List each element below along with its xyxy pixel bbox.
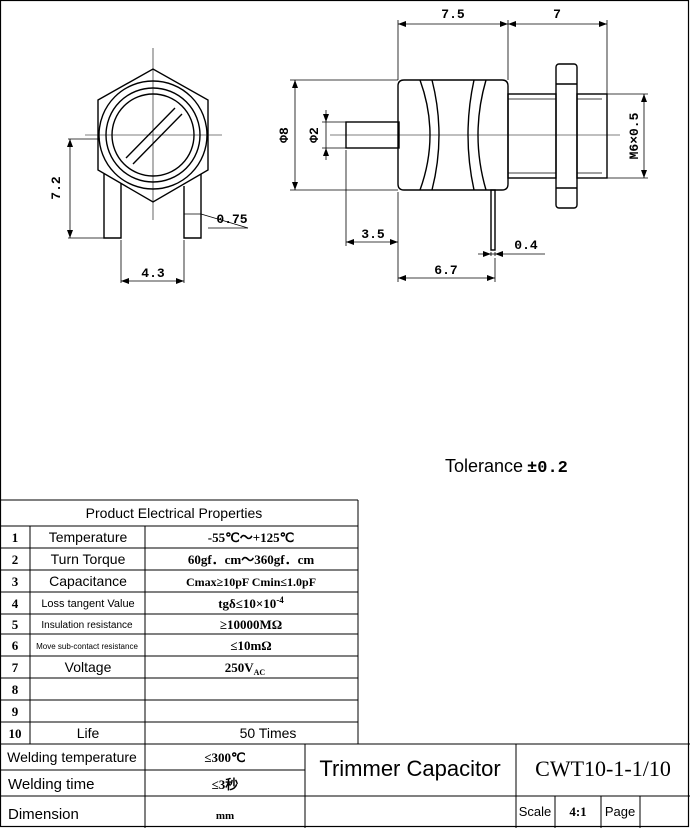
front-centerlines: [85, 48, 222, 220]
part-number: CWT10-1-1/10: [535, 756, 671, 781]
pin-right: [183, 174, 202, 239]
row-2-num: 2: [12, 552, 19, 567]
properties-table: [0, 499, 690, 828]
dimension-label: Dimension: [8, 806, 79, 823]
dimension-value: mm: [216, 810, 234, 822]
side-dimensions: [290, 20, 648, 282]
row-5-num: 5: [12, 617, 19, 632]
tolerance-note: Tolerance±0.2: [445, 456, 568, 478]
row-6-value: ≤10mΩ: [230, 638, 271, 653]
row-6-num: 6: [12, 638, 19, 653]
screw-slot-a: [125, 107, 176, 159]
side-pin: [490, 189, 496, 251]
row-8-num: 8: [12, 682, 19, 697]
row-4-value-sup: -4: [276, 595, 284, 605]
row-3-name: Capacitance: [49, 573, 127, 589]
dim-6-7: 6.7: [434, 263, 457, 278]
dim-7: 7: [553, 7, 561, 22]
row-5-value: ≥10000MΩ: [220, 617, 282, 632]
row-1-name: Temperature: [49, 529, 128, 545]
row-10-num: 10: [9, 726, 22, 741]
welding-time-value: ≤3秒: [212, 777, 239, 792]
row-7-value-sub: AC: [254, 668, 266, 677]
row-7-value-main: 250V: [225, 660, 255, 675]
threaded-section: [507, 93, 557, 179]
row-1-num: 1: [12, 530, 19, 545]
row-2-value: 60gf．cm～360gf．cm: [188, 552, 315, 567]
dim-7-2: 7.2: [49, 176, 64, 200]
row-4-value: tgδ≤10×10-4: [218, 595, 284, 611]
thread-hatch: [508, 98, 602, 174]
scale-label: Scale: [519, 804, 552, 819]
front-arrows: [67, 139, 184, 284]
thread-end: [576, 93, 608, 179]
row-7-num: 7: [12, 660, 19, 675]
scale-value: 4:1: [569, 804, 586, 819]
dim-phi-8: Φ8: [277, 127, 292, 143]
row-3-num: 3: [12, 574, 19, 589]
nut-side: [555, 63, 578, 209]
dim-0-4: 0.4: [514, 238, 538, 253]
welding-temp-value: ≤300℃: [204, 750, 245, 765]
row-1-value: -55℃～+125℃: [208, 530, 294, 545]
product-name: Trimmer Capacitor: [319, 756, 500, 781]
welding-temp-label: Welding temperature: [7, 749, 137, 765]
side-arrows: [292, 21, 647, 281]
properties-title: Product Electrical Properties: [86, 505, 263, 521]
page-label: Page: [605, 804, 635, 819]
dim-0-75: 0.75: [216, 212, 247, 227]
row-10-name: Life: [77, 725, 100, 741]
tolerance-value: ±0.2: [527, 459, 568, 478]
row-10-value: 50 Times: [240, 725, 297, 741]
screw-slot-b: [132, 113, 183, 165]
property-rows: 1 Temperature -55℃～+125℃ 2 Turn Torque 6…: [9, 529, 317, 741]
dim-4-3: 4.3: [141, 266, 165, 281]
row-9-num: 9: [12, 704, 19, 719]
row-4-value-main: tgδ≤10×10: [218, 596, 276, 611]
dim-m6: M6×0.5: [627, 112, 642, 159]
row-3-value: Cmax≥10pF Cmin≤1.0pF: [186, 575, 316, 589]
side-view: [345, 63, 608, 251]
row-4-name: Loss tangent Value: [41, 598, 134, 610]
row-6-name: Move sub-contact resistance: [36, 642, 138, 651]
row-7-name: Voltage: [65, 659, 112, 675]
dim-7-5: 7.5: [441, 7, 465, 22]
row-2-name: Turn Torque: [51, 551, 126, 567]
pin-left: [103, 174, 122, 239]
row-4-num: 4: [12, 596, 19, 611]
capacitor-body: [397, 79, 509, 191]
dim-phi-2: Φ2: [307, 127, 322, 143]
front-dimensions: [68, 138, 249, 283]
row-7-value: 250VAC: [225, 660, 266, 677]
dim-3-5: 3.5: [361, 227, 385, 242]
tolerance-label: Tolerance: [445, 456, 523, 476]
row-5-name: Insulation resistance: [41, 620, 133, 631]
welding-time-label: Welding time: [8, 776, 94, 793]
